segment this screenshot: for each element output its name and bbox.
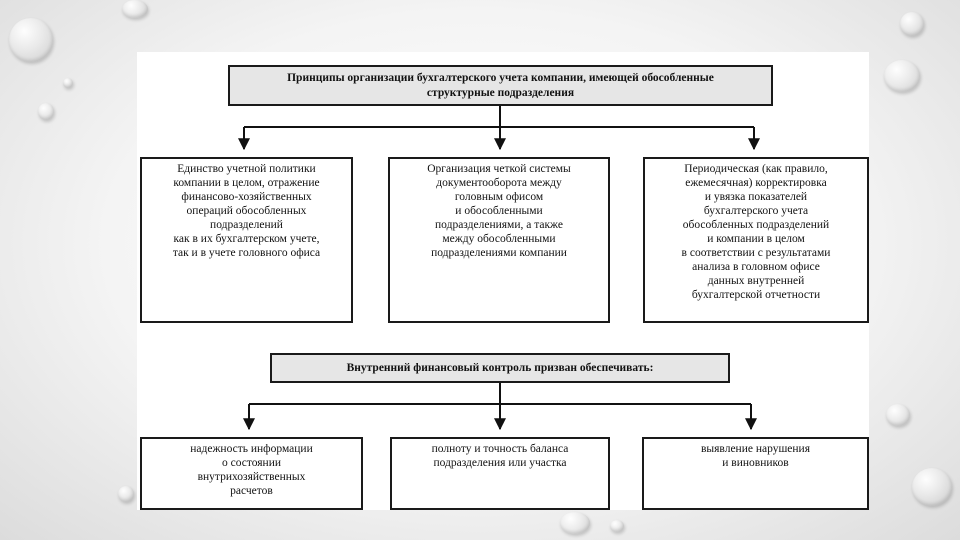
- principle-text: Организация четкой системы документообор…: [427, 163, 571, 260]
- control-text: надежность информации о состоянии внутри…: [190, 443, 313, 498]
- principle-box-unified-policy: Единство учетной политики компании в цел…: [140, 157, 353, 323]
- water-drop-decoration: [610, 520, 624, 532]
- water-drop-decoration: [912, 468, 952, 506]
- water-drop-decoration: [38, 103, 54, 120]
- principle-box-periodic-adjustment: Периодическая (как правило, ежемесячная)…: [643, 157, 869, 323]
- control-box-balance: полноту и точность баланса подразделения…: [390, 437, 610, 510]
- principle-box-document-flow: Организация четкой системы документообор…: [388, 157, 610, 323]
- control-box-violations: выявление нарушения и виновников: [642, 437, 869, 510]
- control-text: выявление нарушения и виновников: [700, 443, 811, 470]
- control-header-text: Внутренний финансовый контроль призван о…: [346, 361, 654, 374]
- principles-header-box: Принципы организации бухгалтерского учет…: [228, 65, 773, 106]
- water-drop-decoration: [900, 12, 924, 36]
- water-drop-decoration: [118, 486, 134, 502]
- connector-lines: [238, 106, 760, 431]
- water-drop-decoration: [122, 0, 148, 18]
- control-header-box: Внутренний финансовый контроль призван о…: [270, 353, 730, 383]
- water-drop-decoration: [884, 60, 920, 92]
- scanned-diagram-sheet: Принципы организации бухгалтерского учет…: [137, 52, 869, 510]
- water-drop-decoration: [886, 404, 910, 426]
- control-text: полноту и точность баланса подразделения…: [431, 443, 569, 470]
- water-drop-decoration: [9, 18, 53, 62]
- principle-text: Периодическая (как правило, ежемесячная)…: [681, 163, 831, 302]
- principles-header-text: Принципы организации бухгалтерского учет…: [287, 72, 714, 99]
- control-box-settlements: надежность информации о состоянии внутри…: [140, 437, 363, 510]
- water-drop-decoration: [63, 78, 73, 88]
- principle-text: Единство учетной политики компании в цел…: [172, 163, 321, 260]
- water-drop-decoration: [560, 512, 590, 534]
